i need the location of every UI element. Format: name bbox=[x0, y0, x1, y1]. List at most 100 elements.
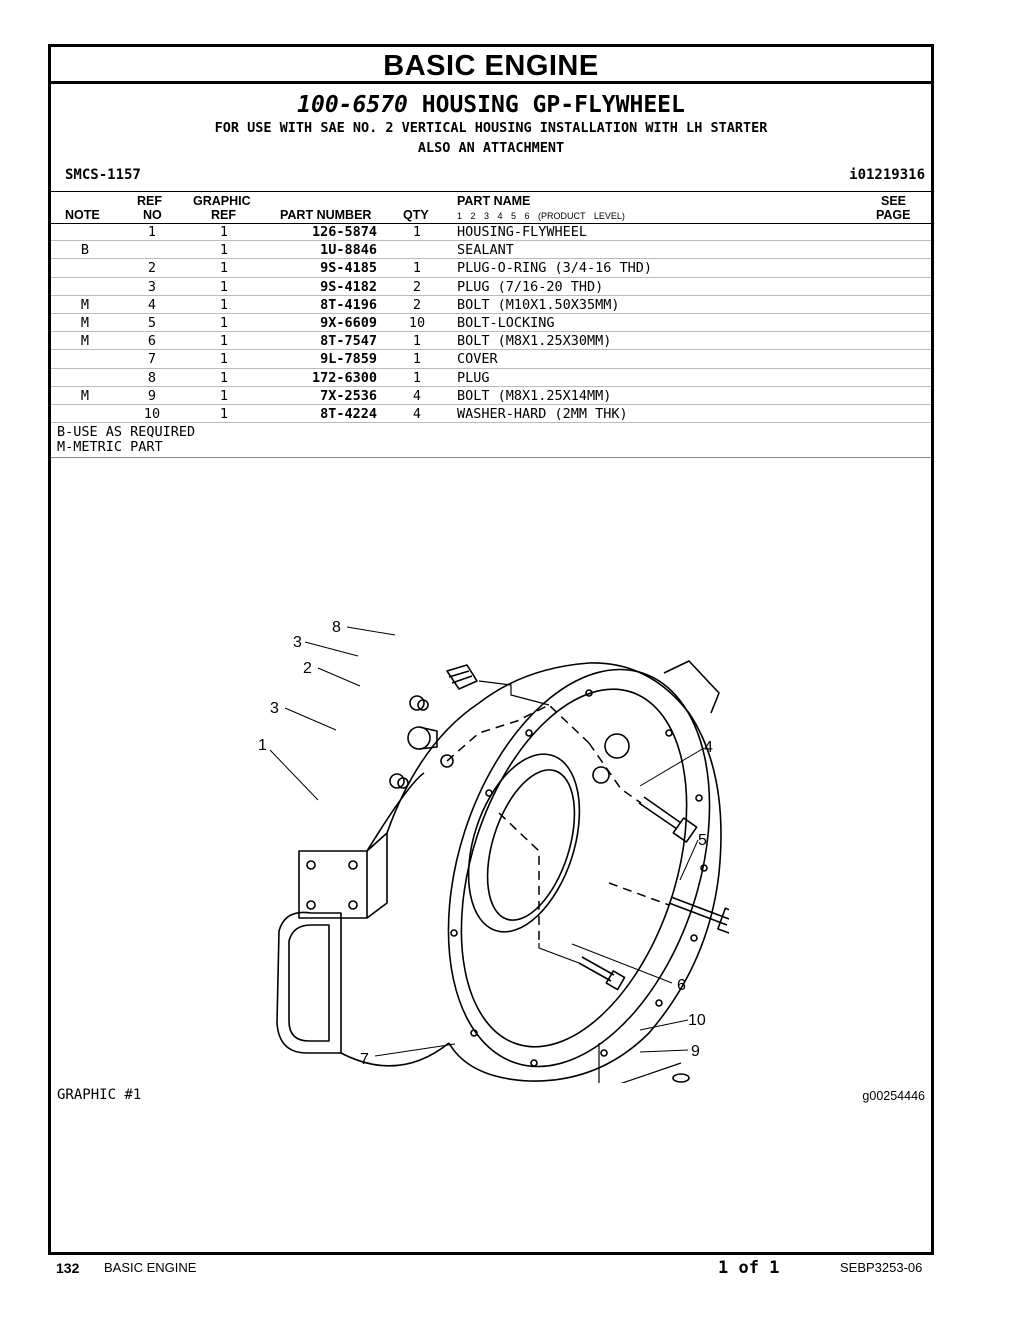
cell-graphic-ref: 1 bbox=[219, 405, 229, 422]
cell-ref: 4 bbox=[147, 296, 157, 313]
table-row: M 6 1 8T-7547 1 BOLT (M8X1.25X30MM) bbox=[51, 332, 931, 351]
cell-note: M bbox=[80, 387, 90, 404]
cell-qty: 1 bbox=[412, 224, 422, 240]
cell-graphic-ref: 1 bbox=[219, 242, 229, 259]
page-number: 132 bbox=[56, 1260, 80, 1276]
col-product-levels: 1 2 3 4 5 6 (PRODUCT LEVEL) bbox=[457, 211, 625, 221]
cell-ref: 6 bbox=[147, 333, 157, 350]
col-ref-2: NO bbox=[143, 208, 162, 222]
col-qty: QTY bbox=[403, 208, 429, 222]
cell-part-number: 7X-2536 bbox=[320, 387, 377, 404]
cell-graphic-ref: 1 bbox=[219, 314, 229, 331]
cell-part-name: COVER bbox=[457, 351, 498, 368]
cell-part-number: 9S-4182 bbox=[320, 278, 377, 295]
note-b: B-USE AS REQUIRED bbox=[57, 424, 196, 440]
group-title: 100-6570 HOUSING GP-FLYWHEEL bbox=[51, 92, 931, 118]
cell-part-number: 9X-6609 bbox=[320, 314, 377, 331]
footer-section: BASIC ENGINE bbox=[104, 1260, 197, 1275]
cell-graphic-ref: 1 bbox=[219, 224, 229, 240]
table-row: 7 1 9L-7859 1 COVER bbox=[51, 350, 931, 369]
table-row: B 1 1U-8846 SEALANT bbox=[51, 241, 931, 260]
graphic-label: GRAPHIC #1 bbox=[57, 1087, 142, 1103]
cell-ref: 2 bbox=[147, 260, 157, 277]
col-note: NOTE bbox=[65, 208, 100, 222]
flywheel-housing-illustration bbox=[276, 660, 729, 1083]
cell-note: M bbox=[80, 314, 90, 331]
cell-part-name: BOLT (M10X1.50X35MM) bbox=[457, 296, 620, 313]
table-row: 3 1 9S-4182 2 PLUG (7/16-20 THD) bbox=[51, 278, 931, 296]
cell-graphic-ref: 1 bbox=[219, 369, 229, 386]
col-part-name: PART NAME bbox=[457, 194, 531, 208]
cell-note: M bbox=[80, 296, 90, 313]
info-id: i01219316 bbox=[849, 167, 925, 183]
cell-part-number: 1U-8846 bbox=[320, 242, 377, 259]
cell-ref: 9 bbox=[147, 387, 157, 404]
notes-block: B-USE AS REQUIRED M-METRIC PART bbox=[57, 425, 195, 455]
cell-part-name: WASHER-HARD (2MM THK) bbox=[457, 405, 628, 422]
cell-qty: 2 bbox=[412, 278, 422, 295]
cell-note: B bbox=[80, 242, 90, 259]
graphic-id: g00254446 bbox=[862, 1089, 925, 1103]
cell-part-number: 8T-4196 bbox=[320, 296, 377, 313]
cell-ref: 8 bbox=[147, 369, 157, 386]
cell-ref: 7 bbox=[147, 351, 157, 368]
cell-ref: 10 bbox=[143, 405, 161, 422]
cell-graphic-ref: 1 bbox=[219, 333, 229, 350]
table-row: 10 1 8T-4224 4 WASHER-HARD (2MM THK) bbox=[51, 405, 931, 424]
cell-part-name: BOLT-LOCKING bbox=[457, 314, 555, 331]
cell-qty: 1 bbox=[412, 260, 422, 277]
table-row: M 4 1 8T-4196 2 BOLT (M10X1.50X35MM) bbox=[51, 296, 931, 314]
cell-part-number: 8T-7547 bbox=[320, 333, 377, 350]
cell-part-number: 126-5874 bbox=[311, 224, 377, 240]
notes-divider bbox=[51, 457, 931, 458]
group-name: HOUSING GP-FLYWHEEL bbox=[421, 92, 685, 118]
table-row: M 5 1 9X-6609 10 BOLT-LOCKING bbox=[51, 314, 931, 333]
cell-part-name: SEALANT bbox=[457, 242, 514, 259]
doc-id: SEBP3253-06 bbox=[840, 1260, 923, 1275]
cell-ref: 3 bbox=[147, 278, 157, 295]
cell-qty: 4 bbox=[412, 387, 422, 404]
cell-graphic-ref: 1 bbox=[219, 351, 229, 368]
cell-part-number: 9L-7859 bbox=[320, 351, 377, 368]
cell-graphic-ref: 1 bbox=[219, 296, 229, 313]
cell-part-name: PLUG-O-RING (3/4-16 THD) bbox=[457, 260, 653, 277]
cell-part-number: 9S-4185 bbox=[320, 260, 377, 277]
parts-table: 1 1 126-5874 1 HOUSING-FLYWHEEL B 1 1U-8… bbox=[51, 223, 931, 424]
col-see-1: SEE bbox=[881, 194, 907, 208]
table-row: 8 1 172-6300 1 PLUG bbox=[51, 369, 931, 387]
cell-part-name: HOUSING-FLYWHEEL bbox=[457, 224, 588, 240]
section-title: BASIC ENGINE bbox=[51, 47, 931, 84]
smcs-code: SMCS-1157 bbox=[65, 167, 141, 183]
page-frame: BASIC ENGINE 100-6570 HOUSING GP-FLYWHEE… bbox=[48, 44, 934, 1255]
cell-part-name: BOLT (M8X1.25X30MM) bbox=[457, 333, 612, 350]
cell-part-name: PLUG (7/16-20 THD) bbox=[457, 278, 604, 295]
group-number: 100-6570 bbox=[297, 92, 408, 118]
page-of: 1 of 1 bbox=[718, 1258, 780, 1278]
code-row: SMCS-1157 i01219316 bbox=[51, 165, 931, 185]
col-graphic-ref-2: REF bbox=[211, 208, 236, 222]
cell-note: M bbox=[80, 333, 90, 350]
cell-qty: 2 bbox=[412, 296, 422, 313]
cell-ref: 5 bbox=[147, 314, 157, 331]
table-row: 1 1 126-5874 1 HOUSING-FLYWHEEL bbox=[51, 223, 931, 242]
table-row: 2 1 9S-4185 1 PLUG-O-RING (3/4-16 THD) bbox=[51, 259, 931, 278]
cell-graphic-ref: 1 bbox=[219, 387, 229, 404]
cell-part-name: BOLT (M8X1.25X14MM) bbox=[457, 387, 612, 404]
table-header: NOTE REF NO GRAPHIC REF PART NUMBER QTY … bbox=[51, 191, 931, 224]
cell-qty: 1 bbox=[412, 351, 422, 368]
note-m: M-METRIC PART bbox=[57, 439, 163, 455]
col-see-2: PAGE bbox=[876, 208, 911, 222]
col-part-number: PART NUMBER bbox=[280, 208, 372, 222]
cell-ref: 1 bbox=[147, 224, 157, 240]
cell-part-name: PLUG bbox=[457, 369, 490, 386]
cell-graphic-ref: 1 bbox=[219, 278, 229, 295]
table-row: M 9 1 7X-2536 4 BOLT (M8X1.25X14MM) bbox=[51, 387, 931, 405]
cell-qty: 1 bbox=[412, 369, 422, 386]
col-ref-1: REF bbox=[137, 194, 162, 208]
cell-part-number: 8T-4224 bbox=[320, 405, 377, 422]
cell-qty: 1 bbox=[412, 333, 422, 350]
col-graphic-ref-1: GRAPHIC bbox=[193, 194, 251, 208]
cell-qty: 4 bbox=[412, 405, 422, 422]
subtitle-line-2: ALSO AN ATTACHMENT bbox=[417, 140, 565, 156]
subtitle-line-1: FOR USE WITH SAE NO. 2 VERTICAL HOUSING … bbox=[214, 120, 768, 136]
